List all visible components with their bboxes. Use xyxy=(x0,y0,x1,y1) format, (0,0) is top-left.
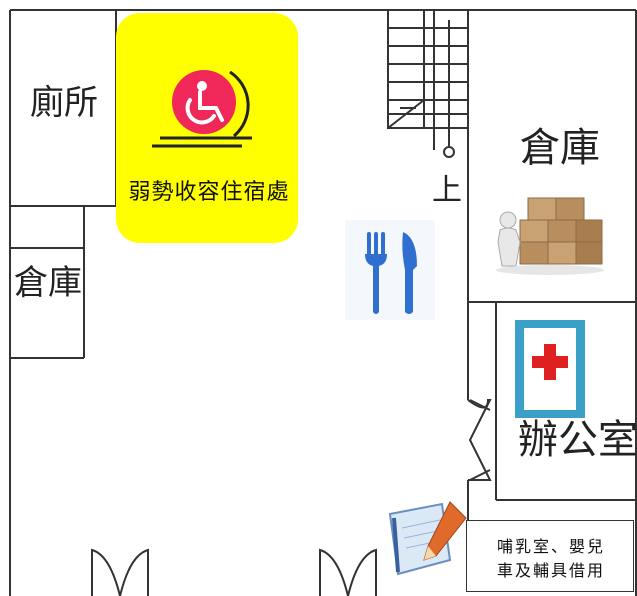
first-aid-icon xyxy=(515,320,585,418)
notebook-pen-icon xyxy=(388,501,467,576)
nursing-room-label: 哺乳室、嬰兒 車及輔具借用 xyxy=(496,537,605,580)
stairs-up-label: 上 xyxy=(432,173,462,208)
boxes-icon xyxy=(490,182,608,282)
nursing-room-box: 哺乳室、嬰兒 車及輔具借用 xyxy=(466,520,634,592)
wheelchair-icon xyxy=(152,70,252,148)
storage-right-label: 倉庫 xyxy=(520,125,600,171)
office-label: 辦公室 xyxy=(518,417,637,463)
storage-left-label: 倉庫 xyxy=(14,263,82,303)
shelter-label: 弱勢收容住宿處 xyxy=(128,180,290,205)
doors xyxy=(91,399,492,596)
stairs xyxy=(387,9,469,158)
fork-knife-icon xyxy=(345,220,435,320)
toilet-label: 廁所 xyxy=(30,83,98,123)
